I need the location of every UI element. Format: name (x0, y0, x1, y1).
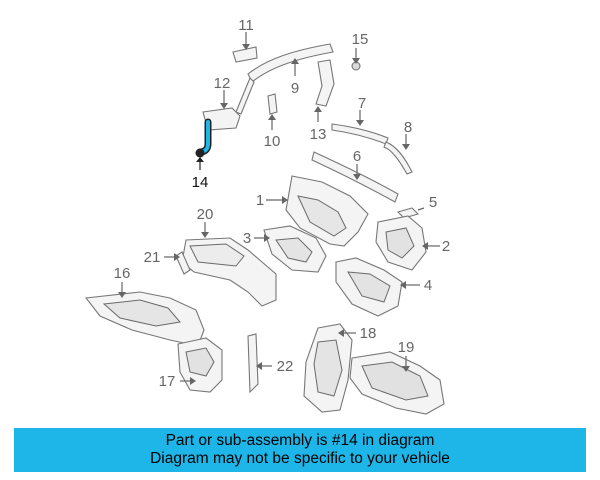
label-21: 21 (144, 249, 161, 266)
part-9-rail (235, 43, 334, 115)
label-17: 17 (159, 373, 176, 390)
caption-line-1: Part or sub-assembly is #14 in diagram (165, 432, 435, 449)
part-16-trim (84, 282, 205, 347)
part-8-seal (383, 134, 413, 175)
part-13-bracket (314, 59, 335, 122)
part-18-side-panel (303, 323, 356, 413)
label-7: 7 (358, 95, 366, 112)
part-1-firewall (266, 175, 369, 247)
label-11: 11 (238, 17, 254, 34)
part-2-side-panel (375, 215, 440, 271)
part-20-duct (181, 222, 277, 307)
label-3: 3 (243, 230, 251, 247)
part-17-panel (177, 337, 223, 393)
caption-banner: Part or sub-assembly is #14 in diagram D… (14, 428, 586, 472)
label-16: 16 (114, 265, 131, 282)
part-14-hose (195, 118, 212, 170)
label-4: 4 (424, 277, 432, 294)
label-8: 8 (404, 119, 412, 136)
part-21-seal (164, 251, 191, 275)
part-3-insulator (254, 225, 327, 273)
parts-diagram: 11 15 12 9 7 8 10 13 6 14 1 5 20 3 2 21 … (84, 17, 450, 415)
part-19-floor (349, 351, 445, 415)
label-1: 1 (256, 192, 264, 209)
label-19: 19 (398, 339, 415, 356)
part-11-bracket (232, 32, 258, 63)
label-18: 18 (360, 325, 377, 342)
label-12: 12 (214, 75, 231, 92)
label-6: 6 (353, 148, 361, 165)
label-9: 9 (291, 80, 299, 97)
label-10: 10 (264, 133, 281, 150)
label-15: 15 (352, 31, 369, 48)
label-14: 14 (192, 174, 209, 191)
label-13: 13 (310, 126, 327, 143)
part-4-insulator (335, 257, 420, 317)
part-22-strip (247, 333, 272, 394)
label-22: 22 (277, 358, 294, 375)
part-10-bracket (267, 93, 278, 130)
part-15-clip (351, 48, 361, 71)
part-6-cowl-strip (311, 151, 399, 203)
part-7-seal (331, 110, 389, 145)
part-5-clip (396, 207, 425, 219)
label-2: 2 (442, 238, 450, 255)
caption-line-2: Diagram may not be specific to your vehi… (150, 450, 450, 467)
label-5: 5 (429, 194, 437, 211)
label-20: 20 (197, 206, 214, 223)
